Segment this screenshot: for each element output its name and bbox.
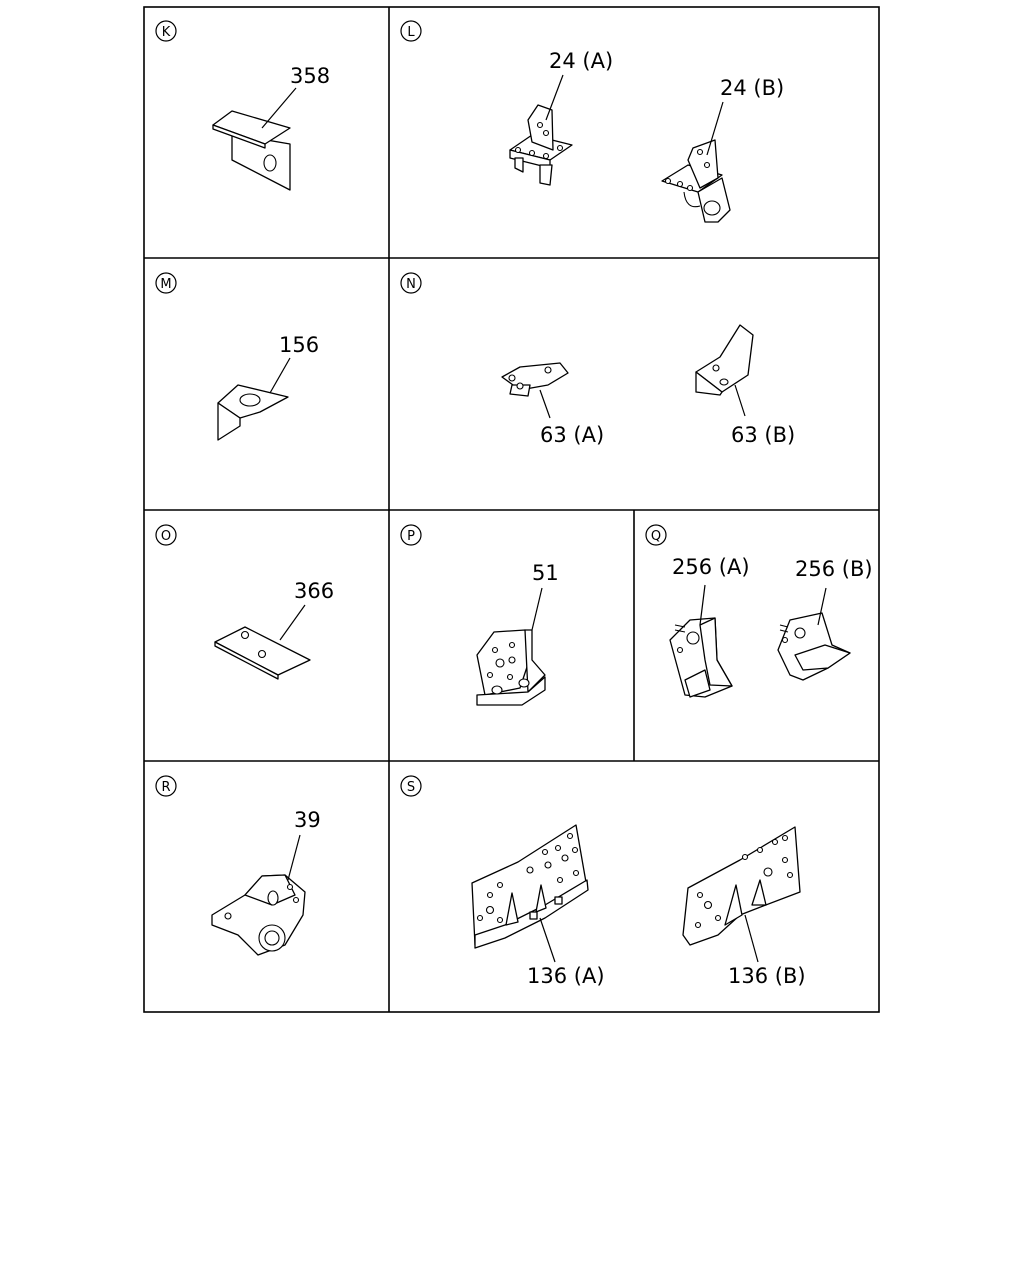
cell-k-letter: K: [162, 25, 171, 40]
part-63a-drawing: [501, 362, 569, 397]
cell-m-marker: M: [155, 272, 177, 294]
part-label-136b: 136 (B): [728, 964, 806, 988]
cell-r-marker: R: [155, 775, 177, 797]
cell-l: L 24 (A): [400, 20, 784, 223]
cell-s-letter: S: [407, 780, 415, 795]
part-label-256a: 256 (A): [672, 555, 750, 579]
part-label-358: 358: [290, 64, 330, 88]
leader-24b: [706, 101, 724, 156]
cell-q-letter: Q: [651, 529, 661, 544]
leader-366: [279, 604, 306, 641]
cell-r: R 39: [155, 775, 321, 956]
leader-63b: [734, 384, 746, 417]
cell-s: S 136 (A): [400, 775, 806, 988]
leader-136a: [539, 917, 556, 963]
cell-p-letter: P: [407, 529, 415, 544]
leader-256b: [817, 587, 827, 626]
cell-p: P 51: [400, 524, 559, 706]
leader-156: [269, 357, 291, 394]
cell-o: O 366: [155, 524, 334, 680]
cell-s-marker: S: [400, 775, 422, 797]
part-156-drawing: [217, 384, 289, 441]
part-label-63b: 63 (B): [731, 423, 795, 447]
cell-o-marker: O: [155, 524, 177, 546]
cell-m: M 156: [155, 272, 319, 441]
leader-63a: [539, 389, 551, 419]
part-label-136a: 136 (A): [527, 964, 605, 988]
part-label-156: 156: [279, 333, 319, 357]
diagram-grid: [143, 6, 880, 1013]
cell-n-marker: N: [400, 272, 422, 294]
part-51-drawing: [476, 629, 546, 706]
part-39-drawing: [211, 874, 306, 956]
cell-m-letter: M: [160, 277, 171, 292]
part-label-24a: 24 (A): [549, 49, 613, 73]
part-256a-drawing: [669, 617, 733, 698]
leader-136b: [744, 914, 759, 963]
part-24a-drawing: [509, 104, 573, 186]
cell-l-letter: L: [407, 25, 415, 40]
cell-n-letter: N: [406, 277, 416, 292]
part-136b-drawing: [682, 826, 801, 946]
cell-p-marker: P: [400, 524, 422, 546]
leader-24a: [545, 74, 564, 121]
leader-39: [287, 834, 301, 881]
part-366-drawing: [214, 626, 311, 680]
cell-l-marker: L: [400, 20, 422, 42]
part-label-39: 39: [294, 808, 321, 832]
cell-q: Q 256 (A) 256 (B): [645, 524, 873, 698]
cell-r-letter: R: [161, 780, 170, 795]
part-label-51: 51: [532, 561, 559, 585]
part-63b-drawing: [695, 324, 754, 396]
cell-n: N 63 (A) 63 (B): [400, 272, 795, 447]
part-256b-drawing: [777, 612, 851, 681]
cell-k: K 358: [155, 20, 330, 191]
cell-o-letter: O: [161, 529, 171, 544]
cell-k-marker: K: [155, 20, 177, 42]
part-label-366: 366: [294, 579, 334, 603]
cell-q-marker: Q: [645, 524, 667, 546]
part-label-24b: 24 (B): [720, 76, 784, 100]
leader-256a: [699, 584, 706, 626]
part-358-drawing: [212, 110, 291, 191]
part-24b-drawing: [661, 139, 731, 223]
part-label-256b: 256 (B): [795, 557, 873, 581]
leader-51: [531, 587, 543, 631]
part-136a-drawing: [471, 824, 589, 949]
leader-358: [261, 87, 297, 129]
part-label-63a: 63 (A): [540, 423, 604, 447]
